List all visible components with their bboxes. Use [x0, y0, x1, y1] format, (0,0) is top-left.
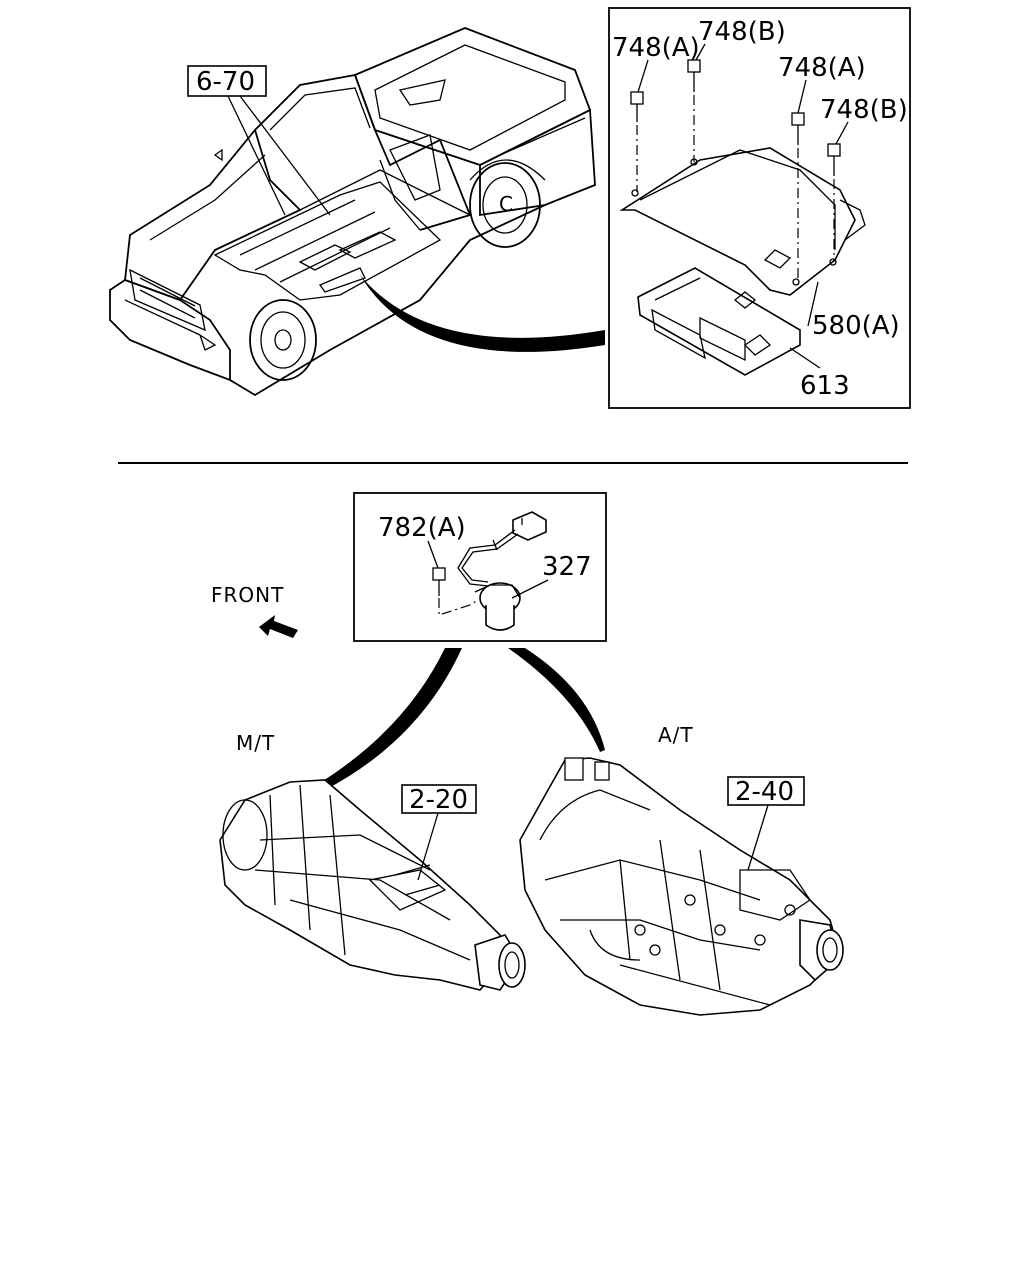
- vehicle-ref-text: 6-70: [196, 67, 255, 97]
- label-748b-left: 748(B): [698, 17, 786, 47]
- control-unit-shape: [637, 267, 801, 376]
- at-label: A/T: [658, 723, 694, 747]
- bolt-icon: [791, 112, 805, 282]
- label-782a: 782(A): [378, 513, 466, 543]
- mt-label: M/T: [236, 731, 275, 755]
- mt-ref-text: 2-20: [409, 785, 468, 815]
- label-613: 613: [800, 371, 850, 401]
- leader-curve-mt: [318, 648, 462, 790]
- label-748b-right: 748(B): [820, 95, 908, 125]
- sensor-detail-box: 782(A) 327: [353, 492, 607, 642]
- leader-curve-at: [508, 648, 605, 752]
- label-748a-left: 748(A): [612, 33, 700, 63]
- at-ref-text: 2-40: [735, 777, 794, 807]
- front-direction-indicator: FRONT: [211, 583, 298, 638]
- vehicle-reference-callout: 6-70: [187, 65, 331, 216]
- label-327: 327: [542, 552, 592, 582]
- label-580a: 580(A): [812, 311, 900, 341]
- manual-transmission-illustration: M/T 2-20: [219, 731, 526, 991]
- bolt-icon: [827, 143, 841, 262]
- front-label: FRONT: [211, 583, 284, 607]
- top-leader-curve: [360, 275, 605, 352]
- automatic-transmission-illustration: A/T 2-40: [519, 723, 844, 1016]
- label-748a-right: 748(A): [778, 53, 866, 83]
- pickup-truck-illustration: C: [109, 27, 596, 397]
- control-unit-detail-box: 748(A) 748(B) 748(A) 748(B) 580(A) 613: [608, 7, 911, 409]
- bolt-icon: [687, 59, 701, 162]
- front-arrow-icon: [259, 615, 298, 638]
- bolt-icon: [630, 91, 644, 192]
- svg-text:C: C: [499, 192, 514, 216]
